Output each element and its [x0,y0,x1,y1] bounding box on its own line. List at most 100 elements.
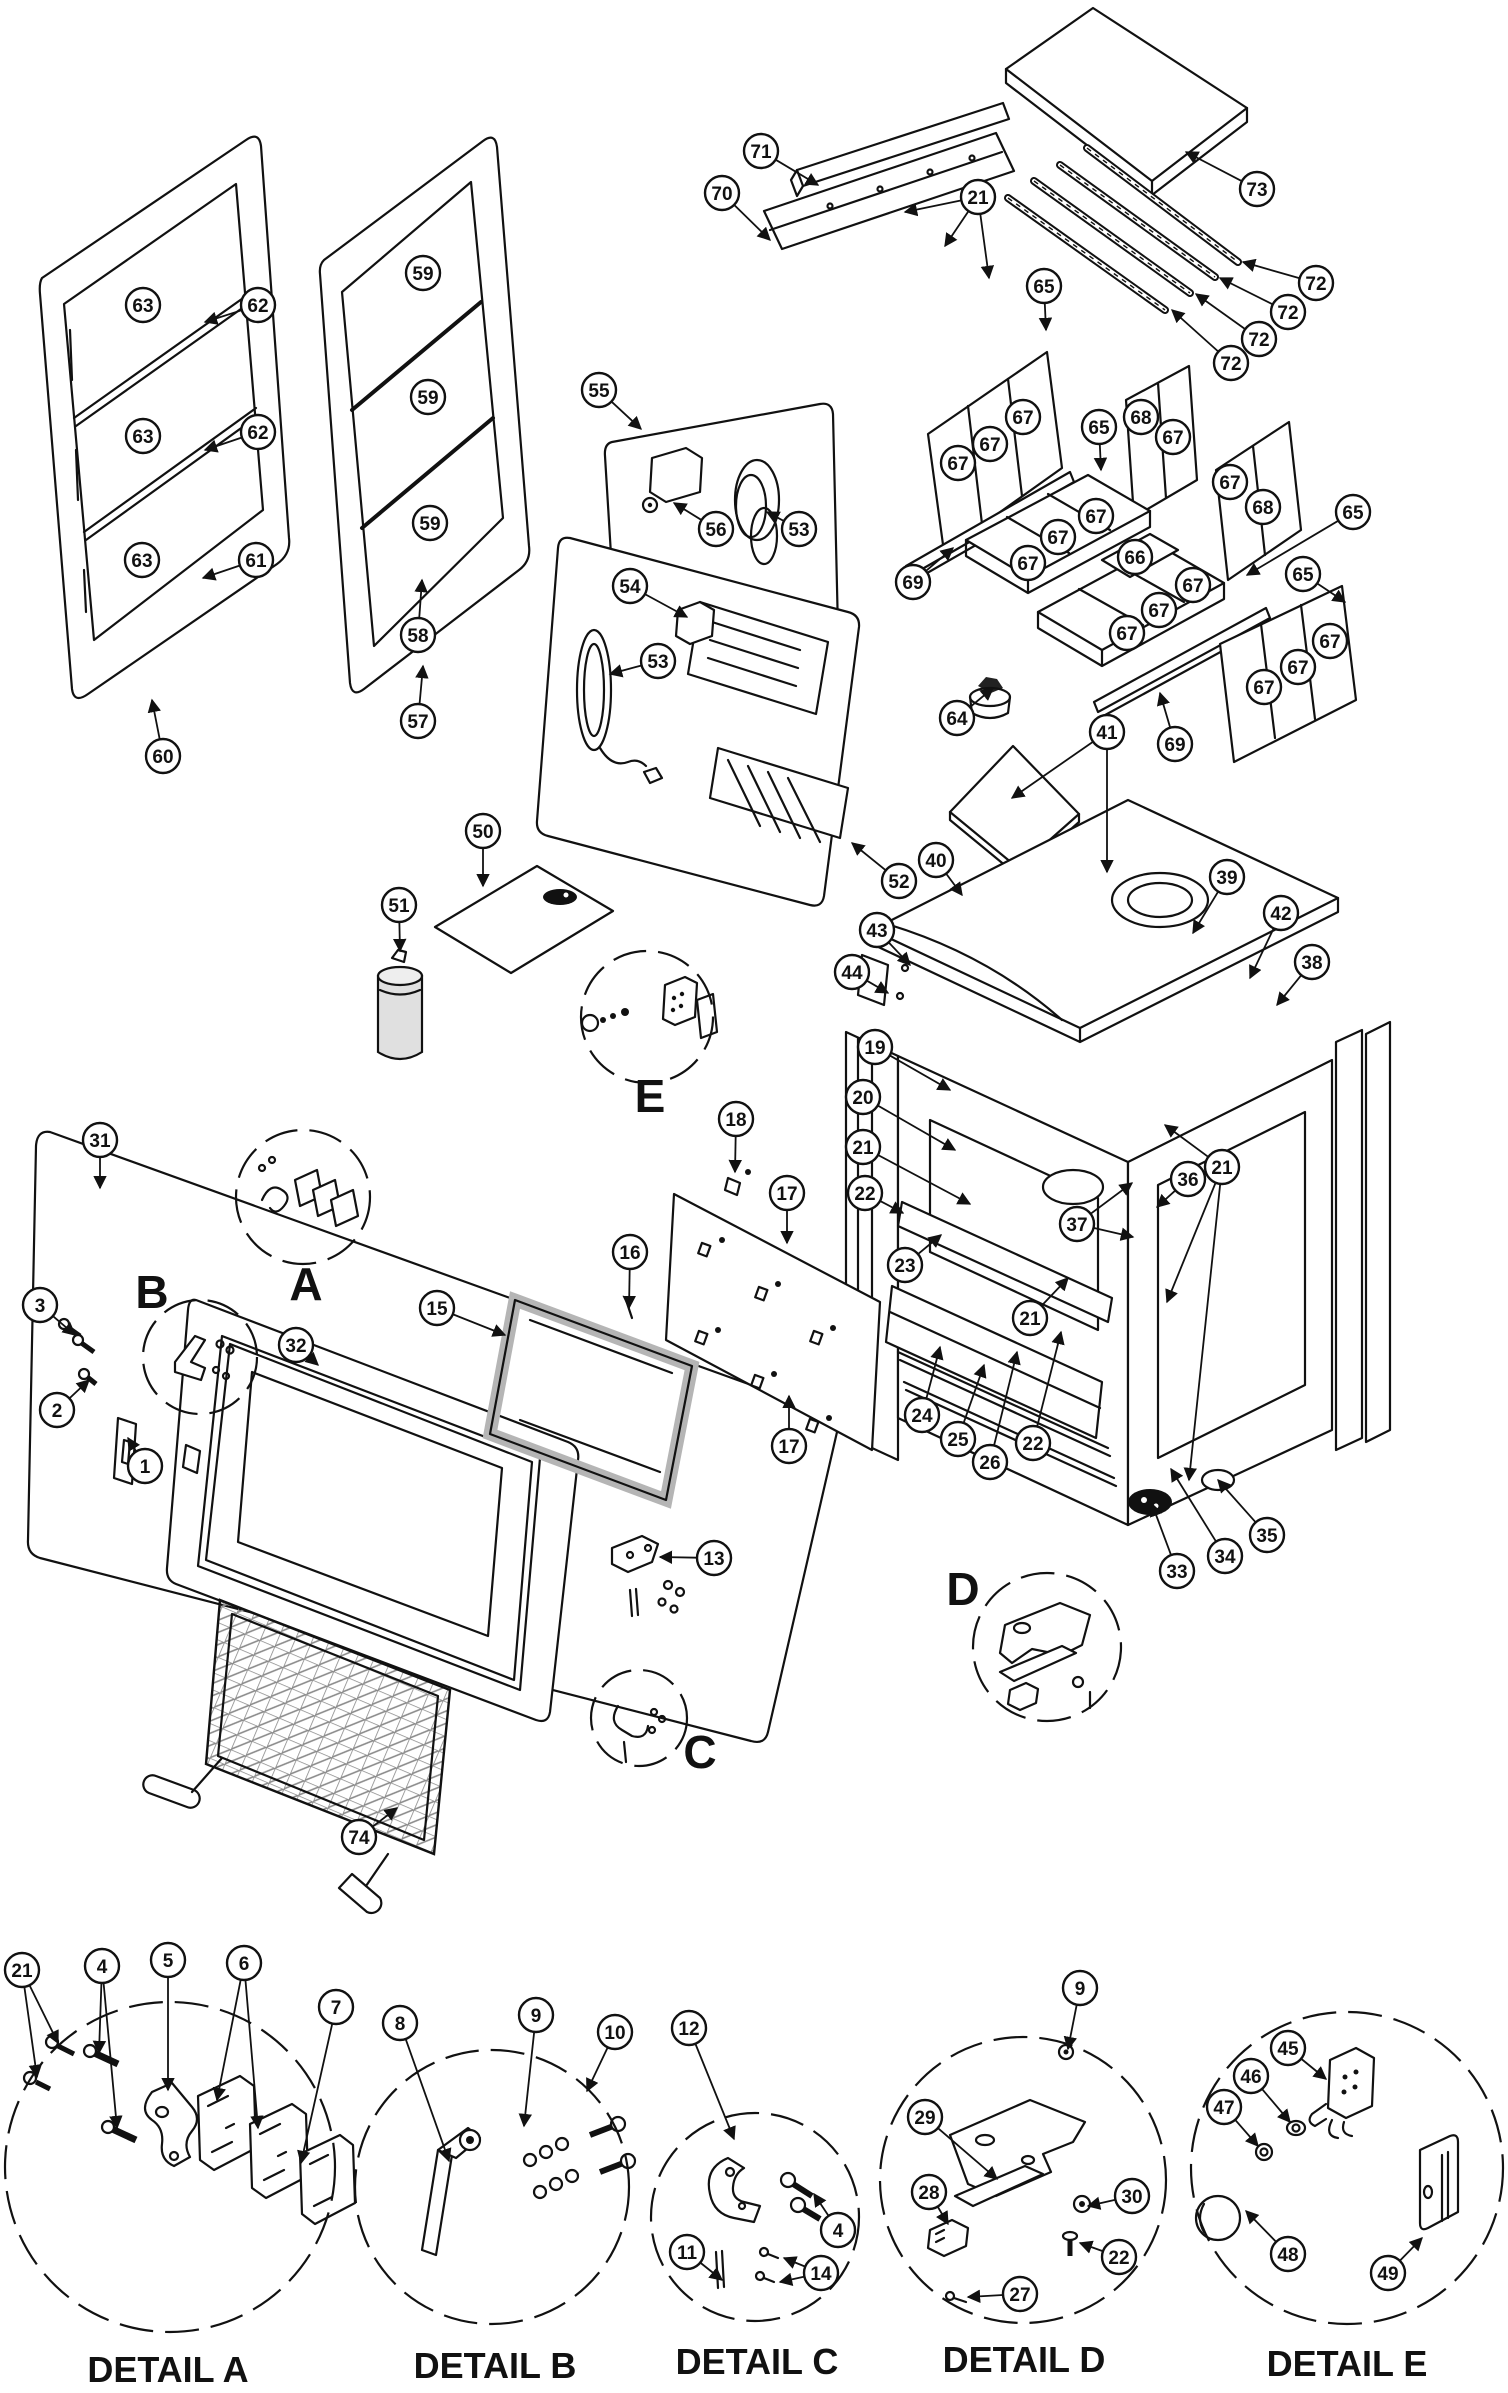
callout-number: 60 [152,747,173,768]
trim-bars-art [762,101,1016,251]
callout-38: 38 [1293,943,1331,981]
callout-circle [971,1443,1009,1481]
leader-line-15 [452,1313,507,1337]
callout-22: 22 [846,1174,884,1212]
callout-number: 63 [132,427,153,448]
callout-number: 21 [852,1138,874,1159]
callout-55: 55 [580,371,618,409]
callout-26: 26 [971,1443,1009,1481]
callout-circle [38,1391,76,1429]
callout-circle [903,1396,941,1434]
callout-61: 61 [237,541,275,579]
callout-67: 67 [1108,614,1146,652]
callout-54: 54 [611,567,649,605]
callout-circle [833,953,871,991]
callout-number: 54 [619,577,641,598]
callout-circle [1058,1205,1096,1243]
detail-view-label-A: DETAIL A [87,2349,248,2390]
callout-circle [1279,648,1317,686]
callout-28: 28 [910,2173,948,2211]
leader-line-62 [203,436,243,453]
callout-circle [1211,463,1249,501]
callout-circle [695,1539,733,1577]
callout-circle [596,2013,634,2051]
leader-line-22 [1078,2240,1104,2254]
callout-70: 70 [703,174,741,212]
leader-line-9 [1063,2004,1078,2051]
callout-circle [844,1128,882,1166]
callout-circle [1004,398,1042,436]
callout-circle [1116,538,1154,576]
callout-number: 21 [967,188,989,209]
callout-number: 41 [1096,723,1118,744]
callout-circle [1077,497,1115,535]
detail-circles-layer [3,949,1505,2334]
callout-number: 13 [703,1549,724,1570]
callout-7: 7 [317,1988,355,2026]
callout-number: 19 [864,1038,885,1059]
callout-circle [418,1289,456,1327]
callout-number: 62 [247,296,268,317]
callout-circle [1108,614,1146,652]
callout-number: 9 [531,2006,542,2027]
leader-line-21 [1163,1124,1209,1158]
callout-24: 24 [903,1396,941,1434]
callout-circle [1203,1148,1241,1186]
rods-art [1004,144,1242,314]
callout-number: 16 [619,1243,640,1264]
detail-marker-letter-D: D [946,1563,979,1615]
callout-circle [1156,725,1194,763]
callout-circle [83,1947,121,1985]
callout-circle [81,1121,119,1159]
leader-line-74 [371,1807,399,1828]
leader-line-4 [813,2192,830,2217]
callout-circle [149,1941,187,1979]
leader-line-12 [694,2043,736,2141]
callout-circle [317,1988,355,2026]
detail-marker-letter-A: A [289,1258,322,1310]
leader-line-21 [1041,1277,1069,1307]
callout-number: 50 [472,822,493,843]
callout-number: 21 [1211,1158,1233,1179]
callout-circle [1208,858,1246,896]
callout-40: 40 [917,841,955,879]
detail-view-circle-B [353,2048,631,2326]
callout-circle [1174,566,1212,604]
callout-39: 39 [1208,858,1246,896]
callout-68: 68 [1244,488,1282,526]
callout-circle [1001,2275,1039,2313]
leader-line-36 [1155,1189,1176,1208]
callout-circle [409,378,447,416]
callout-72: 72 [1212,344,1250,382]
callout-62: 62 [239,413,277,451]
leader-line-33 [1149,1502,1172,1556]
callout-47: 47 [1205,2088,1243,2126]
leader-line-69 [1156,691,1172,728]
callout-17: 17 [768,1174,806,1212]
leader-line-51 [392,921,407,953]
callout-number: 44 [841,963,863,984]
leader-line-21 [28,1984,59,2045]
callout-number: 67 [1017,554,1038,575]
callout-23: 23 [886,1246,924,1284]
leader-line-27 [966,2289,1004,2304]
callout-number: 69 [1164,735,1185,756]
callout-circle [697,510,735,548]
callout-number: 67 [1047,528,1068,549]
callout-circle [237,541,275,579]
leader-line-13 [658,1550,698,1564]
leader-line-52 [850,842,887,872]
callout-number: 10 [604,2023,625,2044]
callout-number: 39 [1216,868,1237,889]
leader-line-65 [1038,302,1053,332]
leader-line-55 [610,400,642,430]
callout-circle [1244,488,1282,526]
callout-21: 21 [3,1951,41,1989]
leader-line-35 [1217,1478,1257,1523]
callout-69: 69 [1156,725,1194,763]
callout-number: 21 [11,1961,33,1982]
leader-line-64 [969,687,995,708]
leader-line-61 [201,564,241,581]
